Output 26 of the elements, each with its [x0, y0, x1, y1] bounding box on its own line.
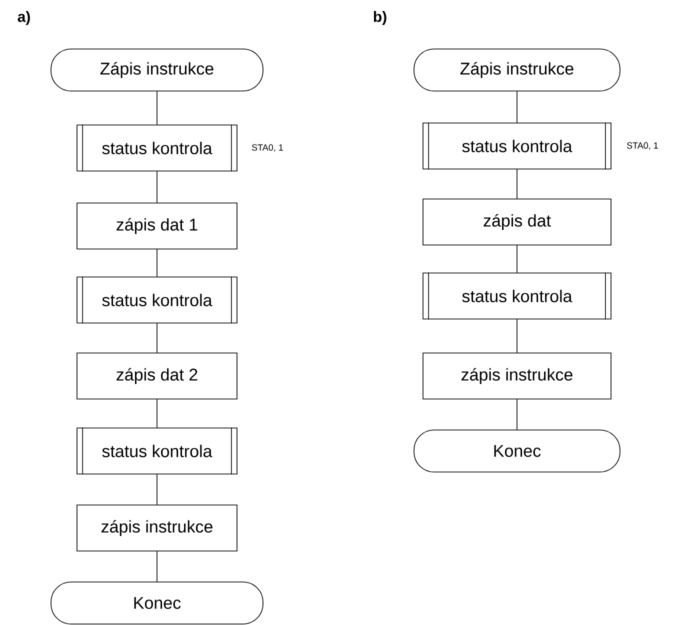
process-box: zápis instrukce — [422, 352, 612, 400]
connector-line — [156, 323, 158, 353]
subroutine-box: status kontrola — [76, 124, 238, 172]
process-box: zápis dat — [422, 198, 612, 246]
process-box: zápis dat 1 — [76, 202, 238, 250]
connector-line — [156, 551, 158, 582]
process-box: zápis dat 2 — [76, 352, 238, 400]
connector-line — [516, 169, 518, 200]
connector-line — [156, 249, 158, 277]
connector-line — [516, 399, 518, 430]
connector-line — [516, 319, 518, 353]
connector-line — [156, 399, 158, 428]
process-box: zápis instrukce — [76, 504, 238, 552]
side-note: STA0, 1 — [626, 142, 658, 150]
connector-line — [156, 171, 158, 203]
connector-line — [156, 91, 158, 125]
panel-label: b) — [374, 11, 386, 25]
connector-line — [516, 91, 518, 123]
panel-label: a) — [18, 11, 30, 25]
subroutine-box: status kontrola — [422, 272, 612, 320]
subroutine-box: status kontrola — [422, 122, 612, 170]
side-note: STA0, 1 — [252, 144, 283, 152]
connector-line — [156, 474, 158, 505]
subroutine-box: status kontrola — [76, 427, 238, 475]
connector-line — [516, 245, 518, 273]
subroutine-box: status kontrola — [76, 276, 238, 324]
